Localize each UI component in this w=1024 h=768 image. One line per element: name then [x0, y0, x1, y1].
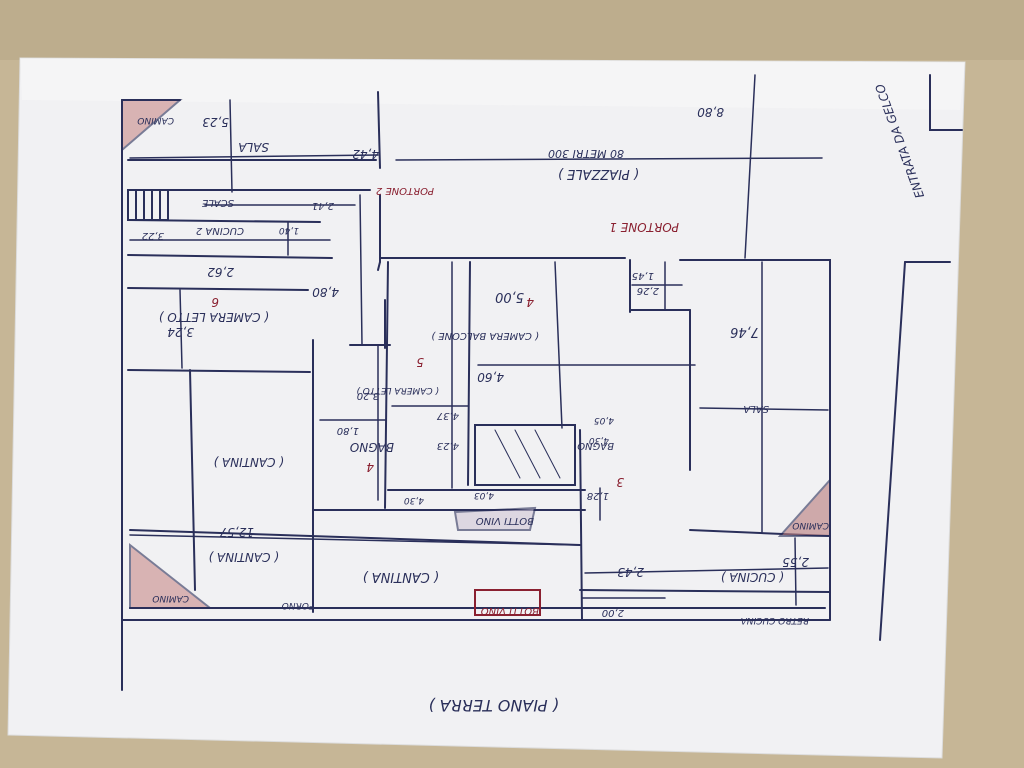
camera-6-label: ( CAMERA LETTO ) [159, 310, 269, 324]
camino-1-label: CAMINO [137, 115, 174, 125]
scale-label: SCALE [201, 197, 234, 208]
dim-label: 4,80 [312, 285, 339, 299]
dim-label: 1,28 [587, 490, 609, 501]
dim-label: 4,23 [437, 440, 459, 451]
dim-label: 4,42 [352, 147, 379, 161]
dim-label: 4,03 [474, 490, 494, 500]
dim-label: 8,80 [697, 105, 724, 119]
cantina-1-label: ( CANTINA ) [213, 455, 284, 469]
dim-label: 5,23 [202, 115, 229, 129]
dim-label: 4,60 [477, 370, 504, 384]
camera-balcone-label: ( CAMERA BALCONE ) [431, 330, 539, 341]
dim-label: 2,00 [602, 607, 624, 618]
dim-label: 3,24 [167, 325, 194, 339]
botti-vino-1-label: BOTTI VINO [476, 515, 534, 526]
cucina-2-label: CUCINA 2 [196, 225, 244, 236]
dim-label: 4,30 [404, 495, 424, 505]
dim-label: 2,55 [782, 555, 809, 569]
retro-cucina-label: RETRO CUCINA [741, 615, 809, 625]
paper-sheet [7, 57, 966, 759]
dim-label: 2,41 [312, 200, 334, 211]
dim-label: 4,05 [594, 415, 614, 425]
bagno-4-label: BAGNO [350, 440, 394, 454]
bagno-3-label: BAGNO [577, 440, 614, 451]
dim-label: 2,62 [207, 265, 234, 279]
portone-2-label: PORTONE 2 [376, 185, 434, 196]
dim-label: 4,30 [589, 435, 609, 445]
dim-label: 1,80 [337, 425, 359, 436]
dim-label: 3,22 [142, 230, 164, 241]
plan-title: ( PIANO TERRA ) [428, 696, 559, 715]
dim-label: 4,37 [436, 410, 459, 421]
camera-balcone-number: 4 [526, 295, 534, 309]
dim-label: 2,26 [637, 285, 659, 296]
camino-3-label: CAMINO [792, 520, 829, 530]
bagno-3-number: 3 [616, 475, 624, 489]
dim-label: 5,00 [495, 289, 524, 304]
portone-1-label: PORTONE 1 [609, 220, 679, 234]
dim-label: 12,57 [219, 525, 254, 539]
camera-6-number: 6 [211, 295, 219, 309]
camera-5-number: 5 [416, 355, 424, 369]
dim-label: 2,43 [617, 565, 644, 579]
bagno-4-number: 4 [366, 460, 374, 474]
dim-label: 1,45 [632, 270, 654, 281]
sala-right-label: SALA [743, 403, 769, 414]
cantina-2-label: ( CANTINA ) [208, 550, 279, 564]
dim-label: 7,46 [730, 324, 759, 339]
dim-label: 1,40 [279, 225, 299, 235]
dim-label: 3,20 [357, 390, 379, 401]
sala-top-label: SALA [238, 140, 269, 154]
piazzale-area-label: 80 METRI 300 [548, 147, 624, 160]
botti-vino-2-label: BOTTI VINO [481, 605, 539, 616]
piazzale-label: ( PIAZZALE ) [558, 166, 639, 181]
camera-5-label: ( CAMERA LETTO ) [356, 385, 439, 395]
camino-2-label: CAMINO [152, 593, 189, 603]
cucina-right-label: ( CUCINA ) [721, 570, 784, 584]
cantina-3-label: ( CANTINA ) [363, 569, 440, 584]
forno-label: FORNO [282, 600, 314, 610]
